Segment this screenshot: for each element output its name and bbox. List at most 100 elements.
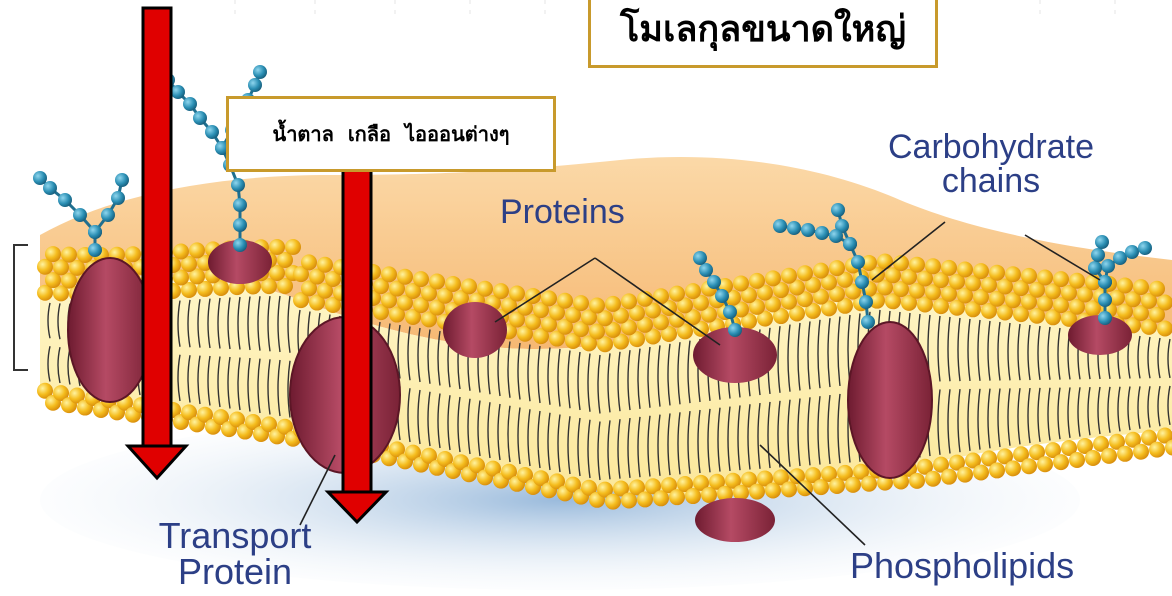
sugar-bead — [111, 191, 125, 205]
transport-protein-line-1: Transport — [135, 518, 335, 554]
lipid-head — [653, 288, 669, 304]
lipid-head — [1101, 448, 1117, 464]
sugar-bead — [1101, 259, 1115, 273]
lipid-head — [781, 268, 797, 284]
lipid-head — [509, 286, 525, 302]
sugar-bead — [193, 111, 207, 125]
large-molecules-box: โมเลกุลขนาดใหญ่ — [588, 0, 938, 68]
lipid-head — [477, 281, 493, 297]
sugar-bead — [171, 85, 185, 99]
lipid-head — [397, 269, 413, 285]
lipid-head — [589, 298, 605, 314]
lipid-head — [941, 469, 957, 485]
small-molecules-box: น้ำตาล เกลือ ไอออนต่างๆ — [226, 96, 556, 172]
lipid-head — [989, 265, 1005, 281]
lipid-head — [829, 260, 845, 276]
protein-middle — [443, 302, 507, 358]
protein-right — [848, 322, 932, 478]
sugar-bead — [829, 229, 843, 243]
lipid-head — [269, 239, 285, 255]
lipid-head — [1149, 281, 1165, 297]
lipid-head — [685, 283, 701, 299]
sugar-bead — [43, 181, 57, 195]
lipid-head — [125, 246, 141, 262]
lipid-head — [1069, 273, 1085, 289]
sugar-bead — [115, 173, 129, 187]
sugar-bead — [843, 237, 857, 251]
lipid-head — [285, 239, 301, 255]
sugar-bead — [831, 203, 845, 217]
lipid-head — [765, 270, 781, 286]
lipid-head — [797, 265, 813, 281]
lipid-head — [573, 295, 589, 311]
lipid-head — [381, 266, 397, 282]
sugar-bead — [699, 263, 713, 277]
lipid-head — [941, 260, 957, 276]
lipid-head — [925, 258, 941, 274]
lipid-head — [1149, 442, 1165, 458]
carbohydrate-chains-line-1: Carbohydrate — [866, 130, 1116, 164]
lipid-head — [669, 286, 685, 302]
lipid-head — [557, 293, 573, 309]
sugar-bead — [233, 238, 247, 252]
sugar-bead — [205, 125, 219, 139]
lipid-head — [957, 467, 973, 483]
lipid-head — [909, 473, 925, 489]
lipid-head — [621, 293, 637, 309]
sugar-bead — [1098, 311, 1112, 325]
sugar-bead — [233, 198, 247, 212]
lipid-head — [413, 271, 429, 287]
sugar-bead — [233, 218, 247, 232]
lipid-head — [1133, 444, 1149, 460]
sugar-bead — [861, 315, 875, 329]
lipid-head — [173, 243, 189, 259]
sugar-bead — [851, 255, 865, 269]
lipid-head — [1085, 450, 1101, 466]
bilayer-bracket — [14, 245, 28, 370]
lipid-head — [973, 263, 989, 279]
sugar-bead — [1113, 251, 1127, 265]
sugar-bead — [787, 221, 801, 235]
sugar-bead — [707, 275, 721, 289]
sugar-bead — [248, 78, 262, 92]
sugar-bead — [88, 243, 102, 257]
phospholipids-label: Phospholipids — [850, 548, 1074, 584]
sugar-bead — [73, 208, 87, 222]
lipid-head — [909, 257, 925, 273]
carbohydrate-chains-line-2: chains — [866, 164, 1116, 198]
lipid-head — [973, 465, 989, 481]
lipid-head — [61, 247, 77, 263]
lipid-head — [877, 254, 893, 270]
lipid-head — [589, 324, 605, 340]
sugar-bead — [1098, 275, 1112, 289]
lipid-head — [605, 296, 621, 312]
sugar-bead — [1095, 235, 1109, 249]
sugar-bead — [693, 251, 707, 265]
lipid-head — [301, 254, 317, 270]
lipid-head — [45, 246, 61, 262]
lipid-head — [1037, 456, 1053, 472]
proteins-label: Proteins — [500, 195, 625, 229]
lipid-head — [1005, 266, 1021, 282]
lipid-head — [493, 283, 509, 299]
sugar-bead — [1125, 245, 1139, 259]
transport-protein-line-2: Protein — [135, 554, 335, 590]
lipid-head — [1021, 268, 1037, 284]
lipid-head — [1005, 460, 1021, 476]
lipid-head — [541, 290, 557, 306]
lipid-head — [989, 462, 1005, 478]
sugar-bead — [728, 323, 742, 337]
lipid-head — [957, 262, 973, 278]
lipid-head — [429, 274, 445, 290]
sugar-bead — [715, 289, 729, 303]
sugar-bead — [1088, 261, 1102, 275]
sugar-bead — [58, 193, 72, 207]
lipid-head — [749, 273, 765, 289]
lipid-head — [1021, 458, 1037, 474]
sugar-bead — [231, 178, 245, 192]
protein-left — [68, 258, 152, 402]
sugar-bead — [723, 305, 737, 319]
sugar-bead — [815, 226, 829, 240]
carbohydrate-chains-label: Carbohydrate chains — [866, 130, 1116, 198]
